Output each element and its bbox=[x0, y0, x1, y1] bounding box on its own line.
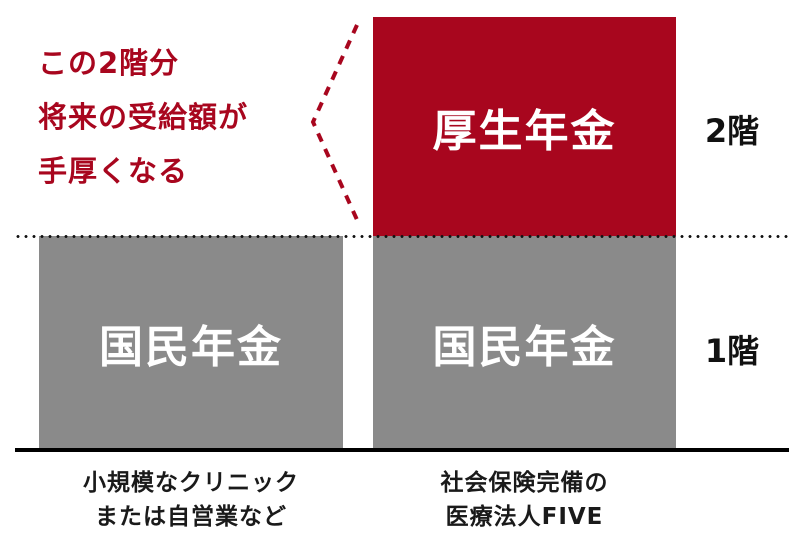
callout-line-2: 将来の受給額が bbox=[38, 100, 249, 134]
callout-line-3: 手厚くなる bbox=[38, 154, 189, 188]
caption-small-clinic: 小規模なクリニック または自営業など bbox=[39, 466, 343, 534]
tier-national-pension-left: 国民年金 bbox=[39, 236, 343, 449]
tier-national-pension-right: 国民年金 bbox=[373, 236, 676, 449]
tier-national-pension-right-label: 国民年金 bbox=[432, 321, 617, 373]
caption-medical-corp-five-line-1: 社会保険完備の bbox=[440, 470, 609, 496]
floor-divider-dotted-line bbox=[14, 235, 788, 238]
floor-label-2: 2階 bbox=[704, 112, 760, 150]
caption-medical-corp-five-line-2: 医療法人FIVE bbox=[445, 504, 604, 530]
caption-small-clinic-line-1: 小規模なクリニック bbox=[83, 470, 299, 496]
tier-employee-pension: 厚生年金 bbox=[373, 17, 676, 236]
caption-medical-corp-five: 社会保険完備の 医療法人FIVE bbox=[373, 466, 676, 534]
floor-label-1: 1階 bbox=[704, 332, 760, 370]
tier-national-pension-left-label: 国民年金 bbox=[99, 321, 283, 373]
tier-employee-pension-label: 厚生年金 bbox=[432, 105, 617, 157]
callout-line-1: この2階分 bbox=[38, 46, 180, 80]
ground-baseline bbox=[15, 448, 789, 452]
caption-small-clinic-line-2: または自営業など bbox=[95, 504, 287, 530]
callout-text: この2階分 将来の受給額が 手厚くなる bbox=[38, 36, 338, 198]
bracket-chevron-icon bbox=[310, 24, 360, 223]
